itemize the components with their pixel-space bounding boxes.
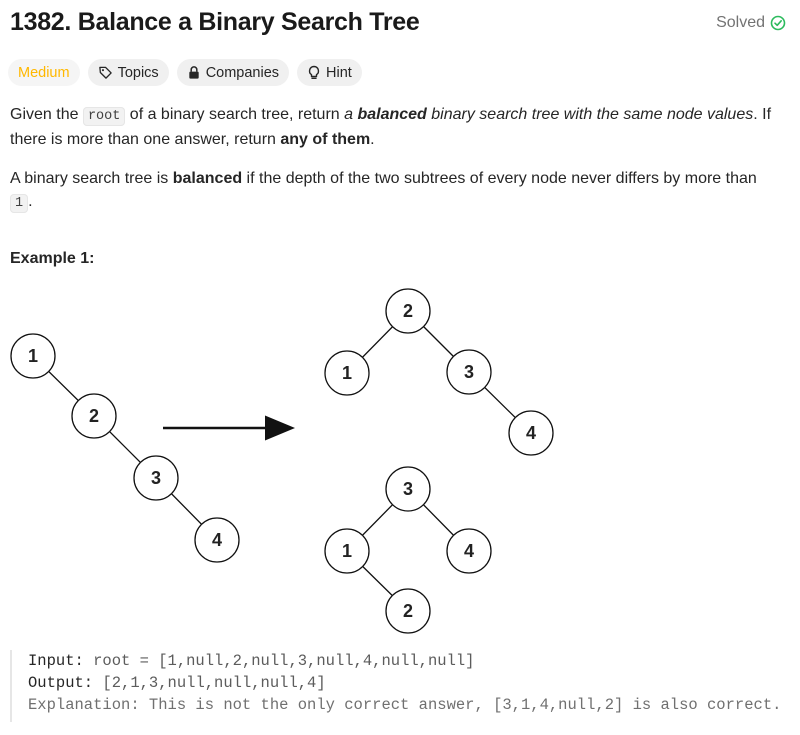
node-label: 1 <box>342 363 352 383</box>
hint-button[interactable]: Hint <box>297 59 362 86</box>
node-label: 3 <box>464 362 474 382</box>
topics-label: Topics <box>117 64 159 81</box>
node-label: 3 <box>151 468 161 488</box>
tree-nodes <box>10 288 554 634</box>
output-label: Output: <box>28 674 94 692</box>
difficulty-badge: Medium <box>8 59 80 86</box>
node-label: 4 <box>464 541 474 561</box>
lightbulb-icon <box>307 65 321 81</box>
hint-label: Hint <box>326 64 352 81</box>
input-label: Input: <box>28 652 84 670</box>
node-label: 4 <box>526 423 536 443</box>
node-label: 1 <box>342 541 352 561</box>
solved-status: Solved <box>716 14 786 32</box>
node-label: 2 <box>403 301 413 321</box>
node-label: 2 <box>89 406 99 426</box>
example-io-block: Input: root = [1,null,2,null,3,null,4,nu… <box>10 650 790 722</box>
description-paragraph-1: Given the root of a binary search tree, … <box>10 106 772 148</box>
check-circle-icon <box>770 15 786 31</box>
output-line: Output: [2,1,3,null,null,null,4] <box>28 672 790 694</box>
example-tree-figure: 1 2 3 4 2 1 3 4 3 1 4 2 <box>10 288 554 634</box>
problem-title: 1382. Balance a Binary Search Tree <box>10 8 420 36</box>
tag-icon <box>98 65 113 80</box>
input-line: Input: root = [1,null,2,null,3,null,4,nu… <box>28 650 790 672</box>
topics-button[interactable]: Topics <box>87 59 169 86</box>
description-paragraph-2: A binary search tree is balanced if the … <box>10 170 757 213</box>
inline-code-root: root <box>82 107 126 126</box>
input-value: root = [1,null,2,null,3,null,4,null,null… <box>83 652 475 670</box>
example-title: Example 1: <box>10 250 95 267</box>
lock-icon <box>187 65 201 80</box>
solved-label: Solved <box>716 14 765 31</box>
node-label: 1 <box>28 346 38 366</box>
output-value: [2,1,3,null,null,null,4] <box>93 674 326 692</box>
explanation-line: Explanation: This is not the only correc… <box>28 696 782 714</box>
node-label: 3 <box>403 479 413 499</box>
difficulty-label: Medium <box>18 64 70 81</box>
companies-button[interactable]: Companies <box>176 59 290 86</box>
companies-label: Companies <box>205 64 280 81</box>
node-label: 2 <box>403 601 413 621</box>
tag-bar: Medium Topics Companies Hint <box>8 59 362 86</box>
inline-code-one: 1 <box>10 193 29 213</box>
node-label: 4 <box>212 530 222 550</box>
